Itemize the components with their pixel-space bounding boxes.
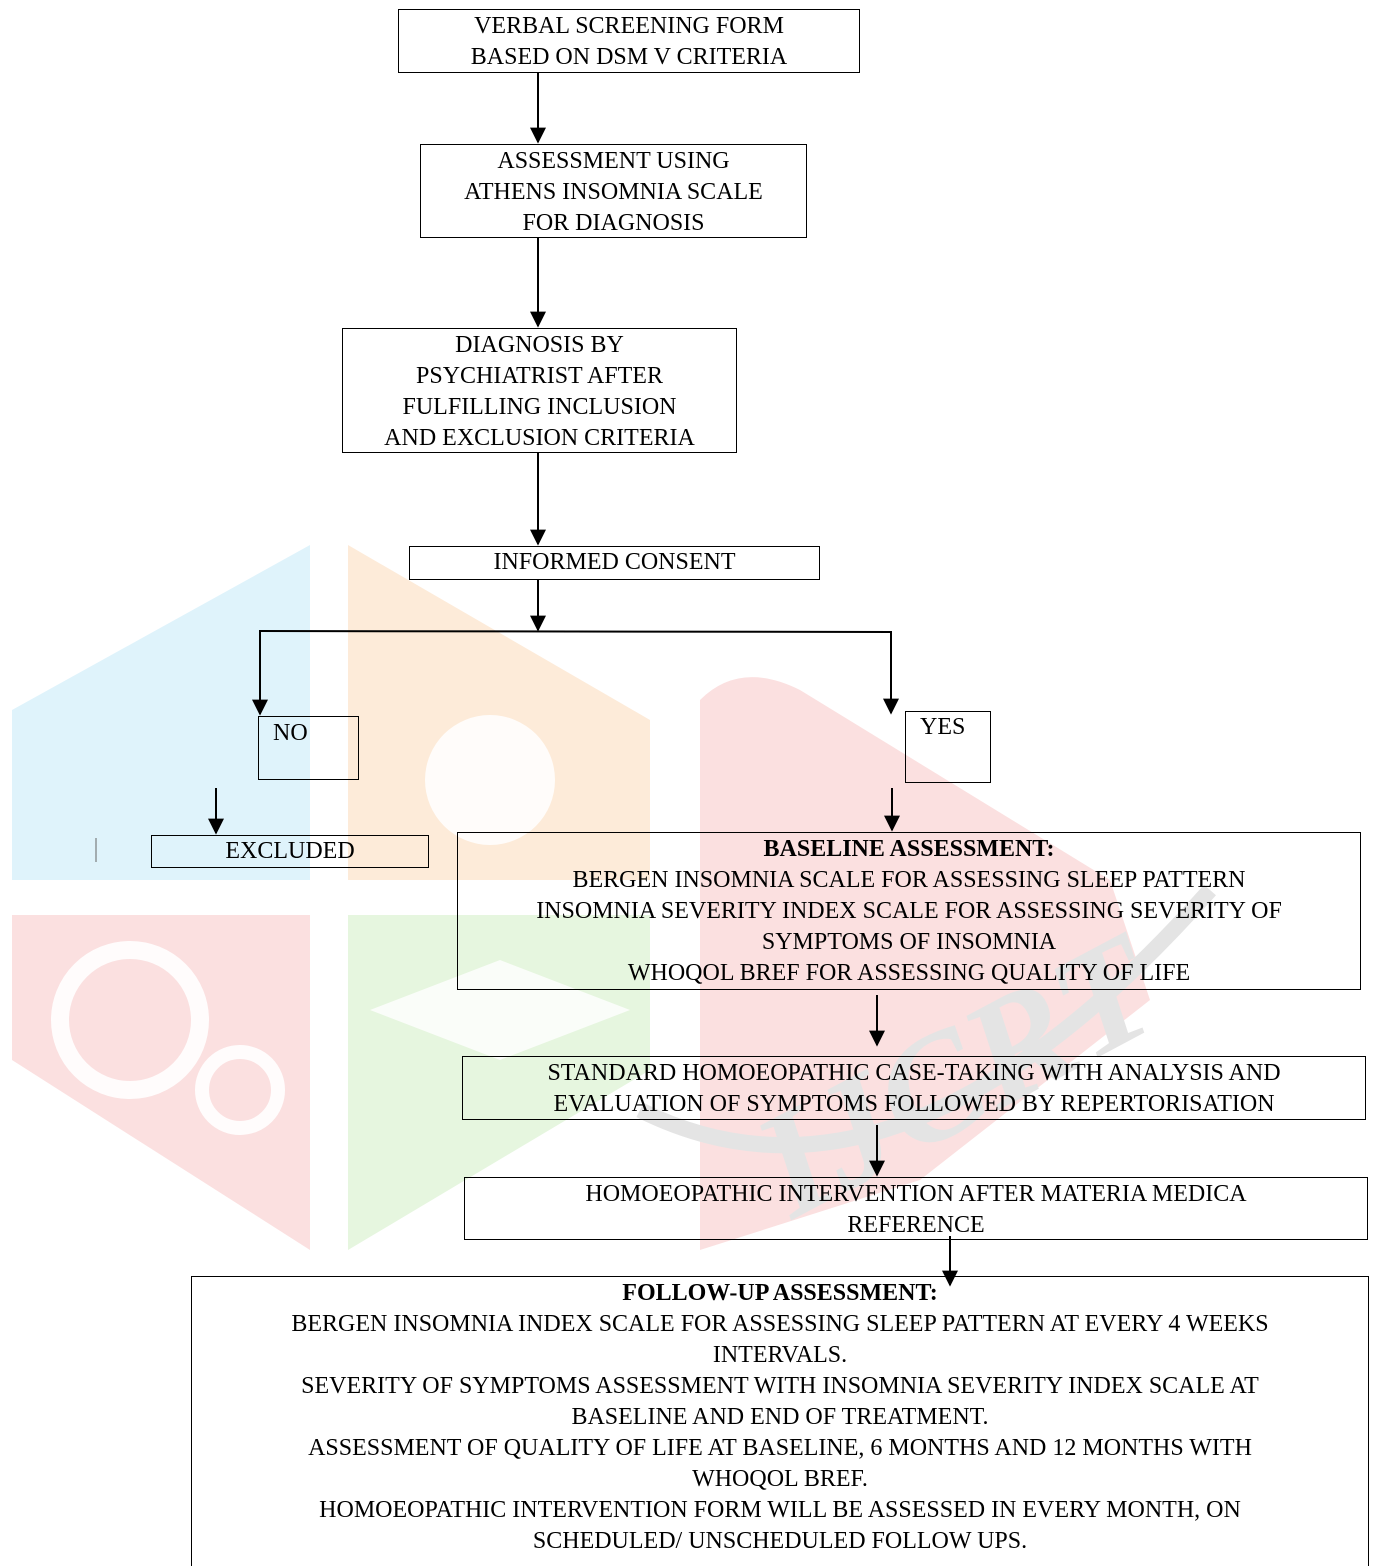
node-athens-line: ASSESSMENT USING xyxy=(497,148,730,174)
node-followup-line: HOMOEOPATHIC INTERVENTION FORM WILL BE A… xyxy=(319,1497,1241,1523)
node-yes: YES xyxy=(905,711,991,783)
node-excluded: EXCLUDED xyxy=(151,835,429,868)
watermark-gear-small-icon xyxy=(195,1045,285,1135)
node-diagnosis-line: PSYCHIATRIST AFTER xyxy=(416,363,663,389)
split-horizontal-line xyxy=(258,630,893,633)
node-baseline-line: SYMPTOMS OF INSOMNIA xyxy=(761,929,1057,955)
node-intervention: HOMOEOPATHIC INTERVENTION AFTER MATERIA … xyxy=(464,1177,1368,1240)
node-athens-line: FOR DIAGNOSIS xyxy=(522,210,705,236)
node-athens-line: ATHENS INSOMNIA SCALE xyxy=(464,179,763,205)
node-yes-line: YES xyxy=(920,714,966,740)
node-followup-line: WHOQOL BREF. xyxy=(692,1466,868,1492)
node-consent: INFORMED CONSENT xyxy=(409,546,820,580)
node-followup-line: BERGEN INSOMNIA INDEX SCALE FOR ASSESSIN… xyxy=(291,1311,1269,1337)
node-baseline-heading: BASELINE ASSESSMENT: xyxy=(763,836,1055,862)
node-no-line: NO xyxy=(273,720,308,746)
node-excluded-line: EXCLUDED xyxy=(225,838,355,864)
watermark-shapes xyxy=(12,545,1216,1250)
watermark-bulb-icon xyxy=(425,715,555,845)
node-followup-line: BASELINE AND END OF TREATMENT. xyxy=(571,1404,989,1430)
node-followup-line: SEVERITY OF SYMPTOMS ASSESSMENT WITH INS… xyxy=(301,1373,1259,1399)
node-casetaking-line: STANDARD HOMOEOPATHIC CASE-TAKING WITH A… xyxy=(547,1060,1281,1086)
node-baseline: BASELINE ASSESSMENT: BERGEN INSOMNIA SCA… xyxy=(457,832,1361,990)
node-intervention-line: REFERENCE xyxy=(847,1212,985,1238)
node-baseline-line: INSOMNIA SEVERITY INDEX SCALE FOR ASSESS… xyxy=(536,898,1282,924)
watermark-red-panel xyxy=(700,677,1150,1250)
node-followup-line: INTERVALS. xyxy=(712,1342,848,1368)
node-screening-line: VERBAL SCREENING FORM xyxy=(474,13,784,39)
watermark-orange-panel xyxy=(348,545,650,880)
watermark-cap-icon xyxy=(370,960,630,1060)
node-consent-line: INFORMED CONSENT xyxy=(493,549,736,575)
node-casetaking: STANDARD HOMOEOPATHIC CASE-TAKING WITH A… xyxy=(462,1056,1366,1120)
node-casetaking-line: EVALUATION OF SYMPTOMS FOLLOWED BY REPER… xyxy=(553,1091,1275,1117)
node-intervention-line: HOMOEOPATHIC INTERVENTION AFTER MATERIA … xyxy=(585,1181,1247,1207)
node-baseline-line: BERGEN INSOMNIA SCALE FOR ASSESSING SLEE… xyxy=(572,867,1246,893)
node-diagnosis: DIAGNOSIS BY PSYCHIATRIST AFTER FULFILLI… xyxy=(342,328,737,453)
watermark-gear-icon xyxy=(51,941,209,1099)
node-diagnosis-line: FULFILLING INCLUSION xyxy=(402,394,677,420)
watermark-blue-panel xyxy=(12,545,310,880)
node-diagnosis-line: DIAGNOSIS BY xyxy=(455,332,624,358)
node-followup-heading: FOLLOW-UP ASSESSMENT: xyxy=(622,1280,938,1306)
node-baseline-line: WHOQOL BREF FOR ASSESSING QUALITY OF LIF… xyxy=(627,960,1191,986)
node-athens: ASSESSMENT USING ATHENS INSOMNIA SCALE F… xyxy=(420,144,807,238)
node-no: NO xyxy=(258,716,359,780)
node-followup-line: ASSESSMENT OF QUALITY OF LIFE AT BASELIN… xyxy=(308,1435,1252,1461)
node-screening-line: BASED ON DSM V CRITERIA xyxy=(470,44,788,70)
node-diagnosis-line: AND EXCLUSION CRITERIA xyxy=(384,425,695,451)
node-screening: VERBAL SCREENING FORM BASED ON DSM V CRI… xyxy=(398,9,860,73)
